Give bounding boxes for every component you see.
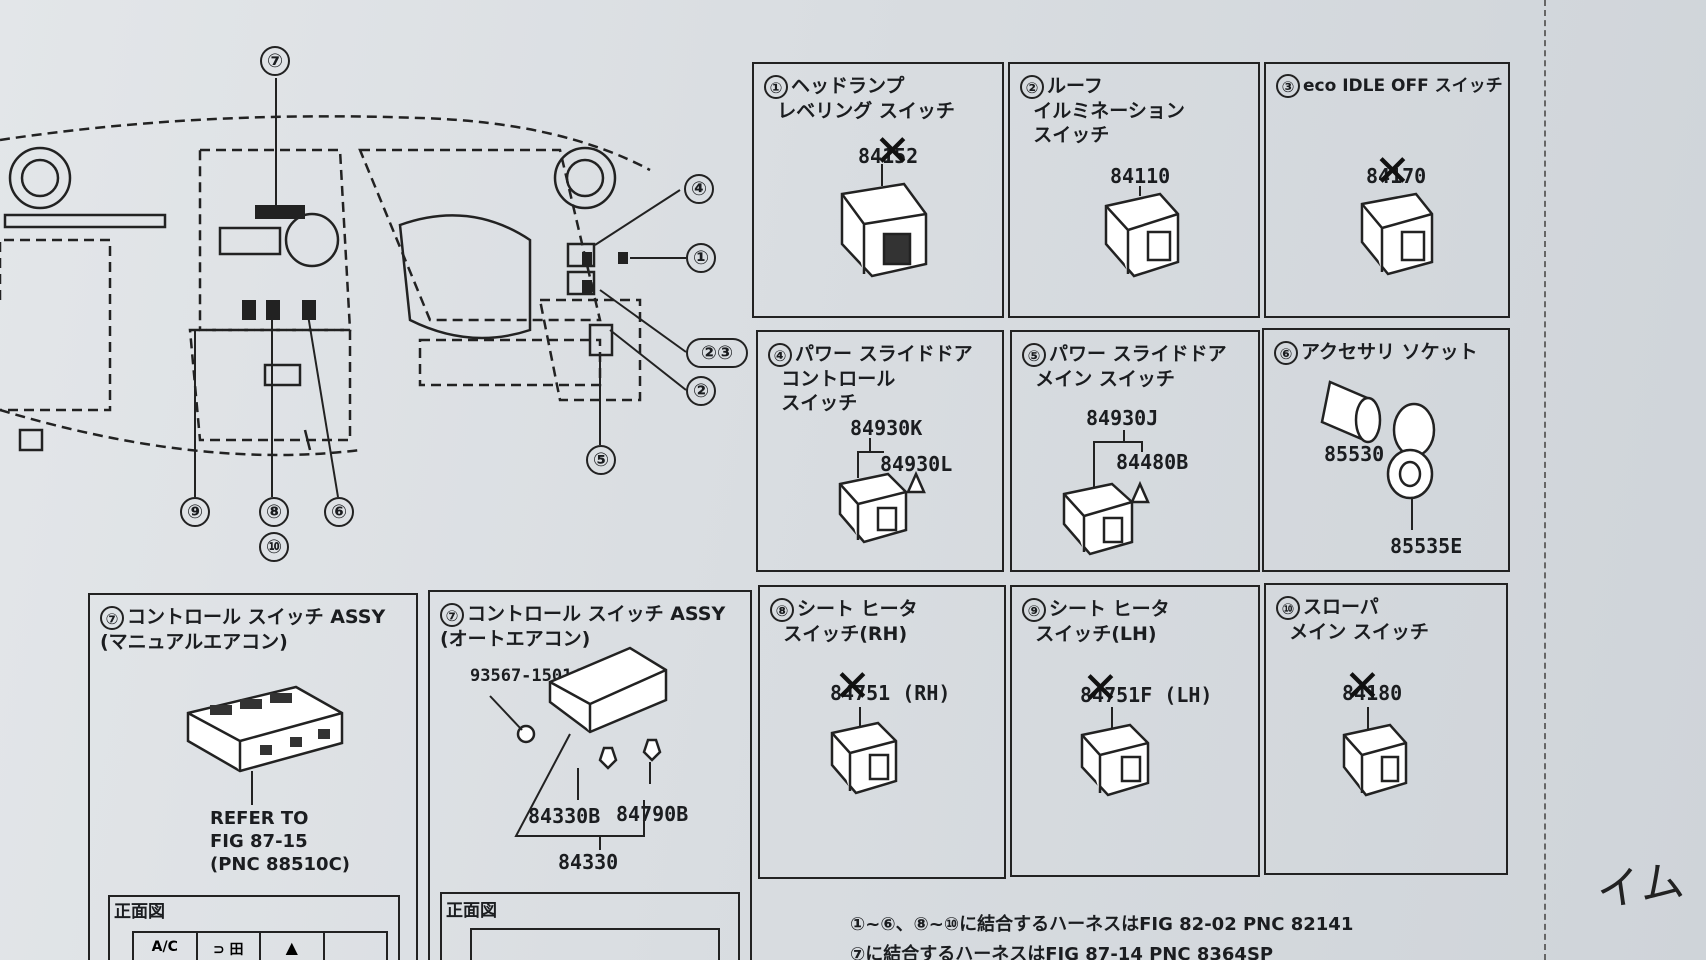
part-number: 84930K xyxy=(850,416,923,440)
callout-1: ① xyxy=(686,243,716,273)
ac-button: A/C xyxy=(134,933,198,960)
part-number: 84180 xyxy=(1342,681,1403,705)
part-number: 84152 xyxy=(858,144,919,168)
dashboard-diagram xyxy=(0,78,687,498)
discontinued-x-icon: ✕ xyxy=(834,661,871,712)
front-view-box xyxy=(440,892,740,960)
switch-icon xyxy=(838,438,926,544)
switch-icon xyxy=(1080,707,1150,797)
harness-note-line-1: ①~⑥、⑧~⑩に結合するハーネスはFIG 82-02 PNC 82141 xyxy=(850,914,1354,935)
switch-icon xyxy=(1104,186,1180,278)
margin-line xyxy=(1544,0,1546,960)
hazard-button: ▲ xyxy=(261,933,325,960)
switch-icon xyxy=(840,164,928,278)
callout-2: ② xyxy=(686,376,716,406)
part-number: 84170 xyxy=(1366,164,1427,188)
switch-icon xyxy=(1062,430,1150,556)
harness-note-line-2: ⑦に結合するハーネスはFIG 87-14 PNC 8364SP xyxy=(850,944,1274,960)
front-view-box xyxy=(108,895,400,960)
part-number: 84751F (LH) xyxy=(1080,683,1213,707)
callout-5: ⑤ xyxy=(586,445,616,475)
front-view-label: 正面図 xyxy=(446,901,497,921)
part-number: 84930J xyxy=(1086,406,1159,430)
part-number: 84330B xyxy=(528,804,601,828)
front-view-panel xyxy=(470,928,720,960)
switch-icon xyxy=(830,707,898,795)
part-number: 85530 xyxy=(1324,442,1385,466)
part-number: 85535E xyxy=(1390,534,1463,558)
callout-8: ⑧ xyxy=(259,497,289,527)
discontinued-x-icon: ✕ xyxy=(1374,146,1411,197)
callout-10: ⑩ xyxy=(259,532,289,562)
part-number: 84751 (RH) xyxy=(830,681,951,705)
callout-7-top: ⑦ xyxy=(260,46,290,76)
callout-2-3: ②③ xyxy=(686,338,748,368)
front-view-panel: A/C ⊃ 田 ▲ xyxy=(132,931,388,960)
part-number: 84330 xyxy=(558,850,619,874)
discontinued-x-icon: ✕ xyxy=(1082,663,1119,714)
callout-9: ⑨ xyxy=(180,497,210,527)
part-number: 84480B xyxy=(1116,450,1189,474)
control-switch-assy-icon xyxy=(489,646,668,850)
blank-button xyxy=(325,933,387,960)
discontinued-x-icon: ✕ xyxy=(874,126,911,177)
switch-icon xyxy=(1342,707,1408,797)
handwritten-note: イム xyxy=(1593,855,1687,918)
control-switch-assy-icon xyxy=(186,685,344,805)
callout-4: ④ xyxy=(684,174,714,204)
socket-icon xyxy=(1320,380,1436,530)
recirc-defog-button: ⊃ 田 xyxy=(198,933,261,960)
refer-note: REFER TO FIG 87-15 (PNC 88510C) xyxy=(210,808,351,875)
part-number: 84790B xyxy=(616,802,689,826)
callout-6: ⑥ xyxy=(324,497,354,527)
part-number: 84110 xyxy=(1110,164,1171,188)
switch-icon xyxy=(1360,192,1434,276)
discontinued-x-icon: ✕ xyxy=(1344,661,1381,712)
front-view-label: 正面図 xyxy=(114,902,165,922)
